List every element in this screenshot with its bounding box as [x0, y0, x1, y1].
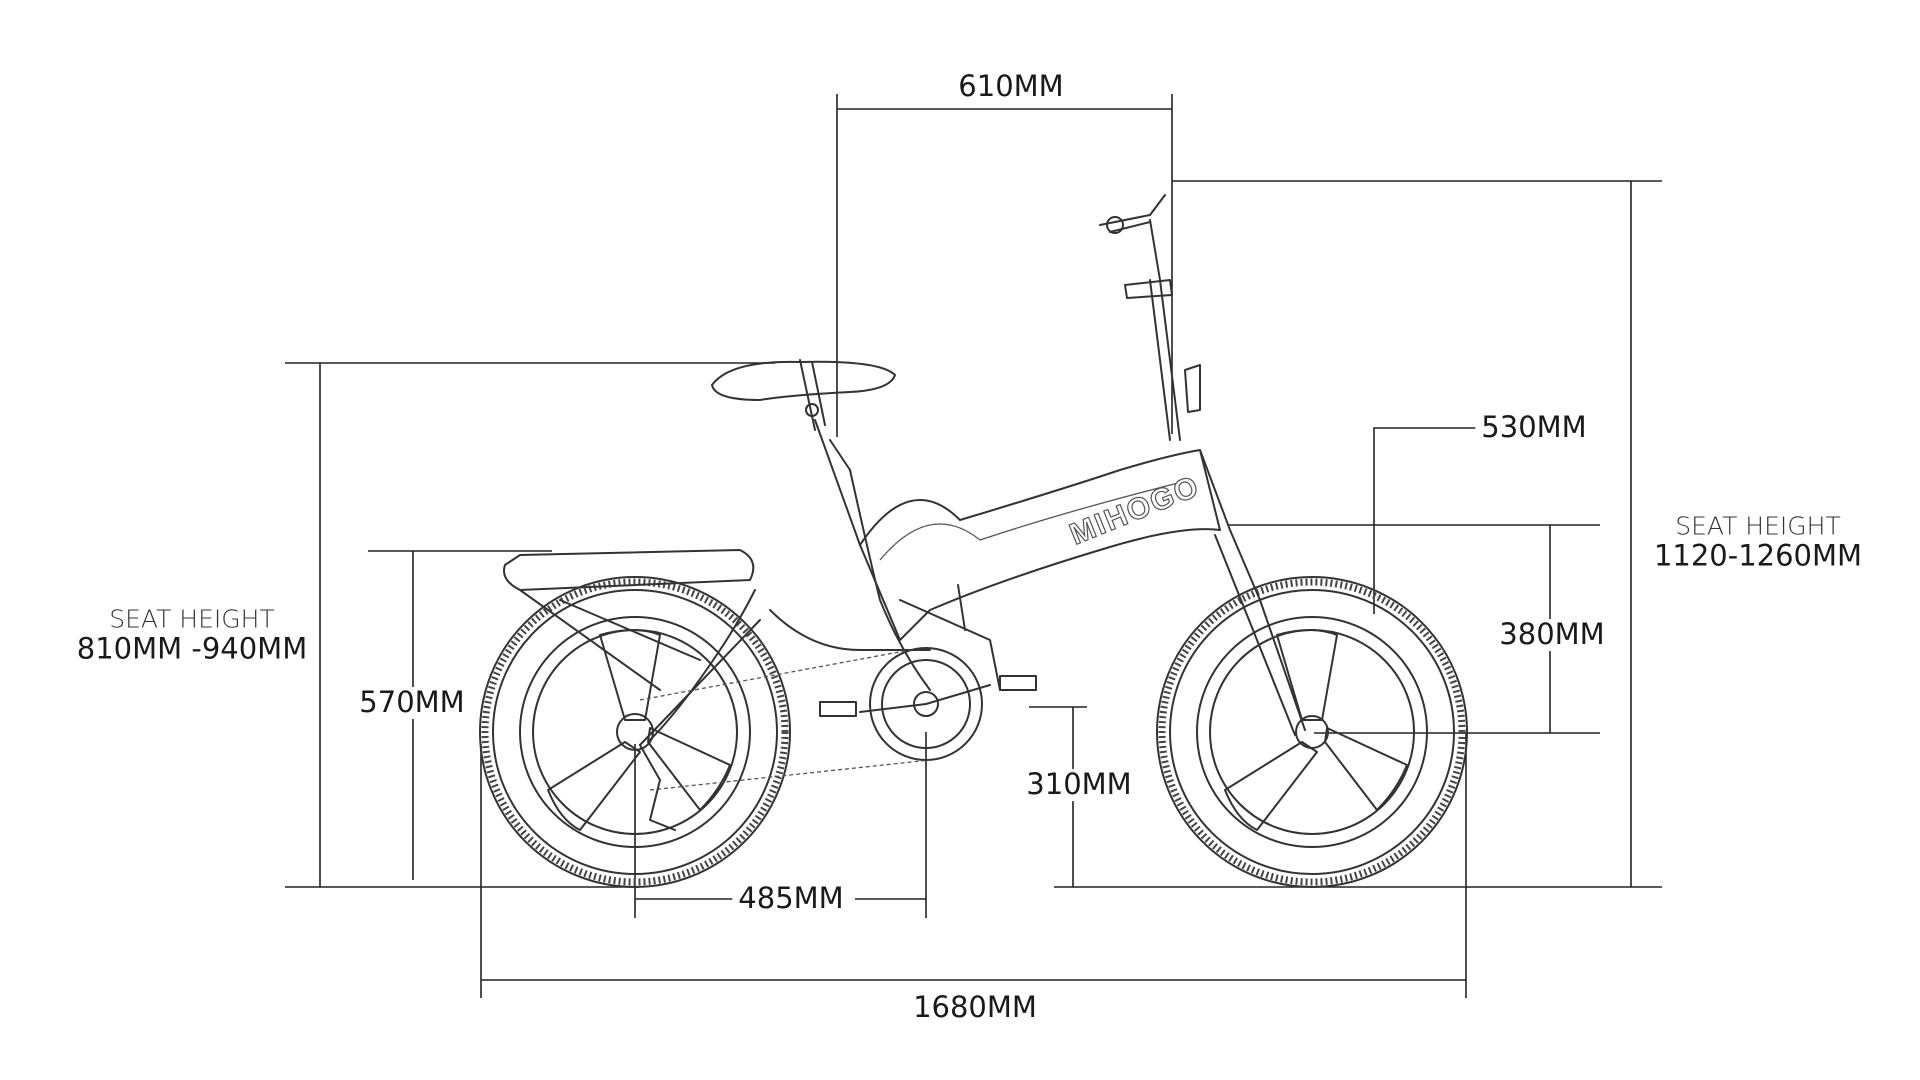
dimension-lines [285, 94, 1662, 998]
front-wheel-radius-label: 380MM [1493, 618, 1611, 651]
overall-length-label: 1680MM [907, 991, 1043, 1024]
chainstay-length-label: 485MM [732, 882, 850, 915]
seat-height-right-value: 1120-1260MM [1653, 537, 1863, 572]
handlebar-reach-label: 610MM [952, 70, 1070, 103]
bottom-bracket-height-label: 310MM [1020, 768, 1138, 801]
rack-height-label: 570MM [353, 686, 471, 719]
front-wheel [1156, 576, 1468, 888]
frame: MIHOGO [503, 194, 1306, 831]
seat-height-right-title: SEAT HEIGHT [1675, 511, 1841, 541]
seat-height-left-title: SEAT HEIGHT [109, 604, 275, 634]
fork-length-label: 530MM [1475, 411, 1593, 444]
seat-height-left-value: 810MM -940MM [76, 630, 308, 665]
seat-height-left: SEAT HEIGHT 810MM -940MM [71, 605, 313, 664]
rear-wheel [479, 576, 791, 888]
seat-height-right: SEAT HEIGHT 1120-1260MM [1648, 512, 1868, 571]
